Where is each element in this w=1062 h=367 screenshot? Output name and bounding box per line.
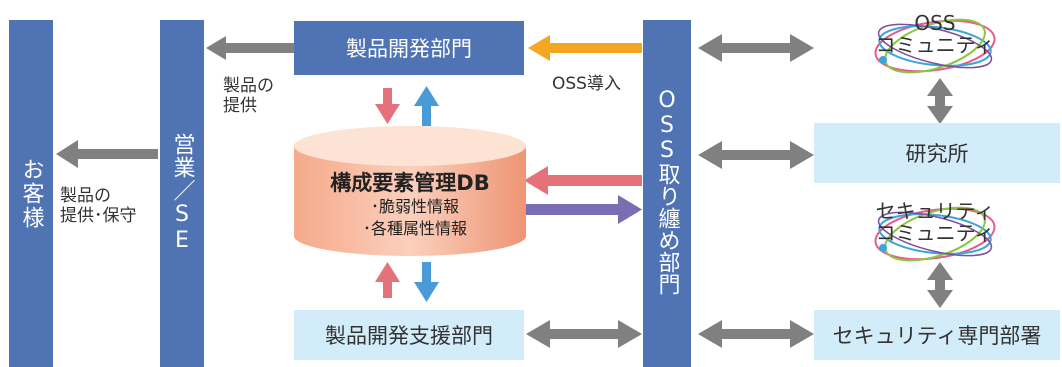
product-support-label: 製品開発支援部門 [325, 324, 493, 348]
arrow-support-oss [526, 320, 642, 348]
label-provide-maintain-line1: 製品の [60, 186, 111, 206]
oss-dept-column: OSS取り纏め部門 [643, 20, 691, 367]
oss-community-line1: OSS [914, 11, 956, 35]
label-product-provide: 製品の 提供 [223, 76, 274, 116]
product-support-box: 製品開発支援部門 [294, 310, 524, 360]
label-provide-maintain: 製品の 提供･保守 [60, 186, 137, 226]
label-oss-intro: OSS導入 [552, 74, 621, 94]
customer-label: お客様 [18, 157, 44, 230]
db-item-vulnerability: ･脆弱性情報 [370, 197, 459, 216]
arrow-productdev-to-db [375, 88, 400, 124]
customer-column: お客様 [9, 20, 53, 367]
arrow-oss-community [698, 34, 814, 62]
sales-column: 営業／SE [160, 20, 204, 367]
arrow-db-to-support [414, 262, 439, 302]
db-item-attributes: ･各種属性情報 [362, 219, 467, 238]
arrow-oss-to-db [524, 166, 642, 195]
arrow-community-research [927, 78, 953, 124]
database-cylinder [294, 126, 526, 256]
product-dev-label: 製品開発部門 [346, 37, 472, 61]
security-community-line1: セキュリティ [875, 199, 995, 223]
label-product-provide-line1: 製品の [223, 76, 274, 96]
security-dept-box: セキュリティ専門部署 [814, 310, 1060, 360]
label-product-provide-line2: 提供 [223, 96, 257, 116]
arrow-seccommunity-security [927, 262, 953, 308]
arrow-oss-security [698, 320, 814, 348]
db-text: 構成要素管理DB ･脆弱性情報 ･各種属性情報 [300, 170, 520, 240]
arrow-oss-research [698, 141, 814, 169]
security-community-line2: コミュニティ [875, 221, 995, 245]
research-box: 研究所 [814, 123, 1060, 183]
arrow-sales-to-customer [56, 140, 158, 168]
arrow-oss-intro [528, 35, 642, 61]
sales-label: 営業／SE [169, 133, 195, 254]
oss-community-rings [874, 18, 996, 74]
arrow-productdev-to-sales [206, 36, 294, 60]
security-community-rings [874, 206, 996, 262]
product-dev-box: 製品開発部門 [294, 21, 524, 75]
research-label: 研究所 [905, 142, 969, 166]
oss-community-label: OSS コミュニティ [860, 12, 1010, 56]
arrow-db-to-oss [524, 195, 642, 224]
arrow-db-to-productdev [414, 86, 439, 126]
security-community-label: セキュリティ コミュニティ [860, 200, 1010, 244]
label-provide-maintain-line2: 提供･保守 [60, 206, 137, 226]
arrow-support-to-db [375, 262, 400, 298]
db-title: 構成要素管理DB [330, 171, 490, 195]
oss-community-line2: コミュニティ [875, 33, 995, 57]
customer-label-text: お客様 [18, 157, 44, 230]
oss-dept-label: OSS取り纏め部門 [654, 88, 680, 295]
security-dept-label: セキュリティ専門部署 [832, 324, 1042, 348]
